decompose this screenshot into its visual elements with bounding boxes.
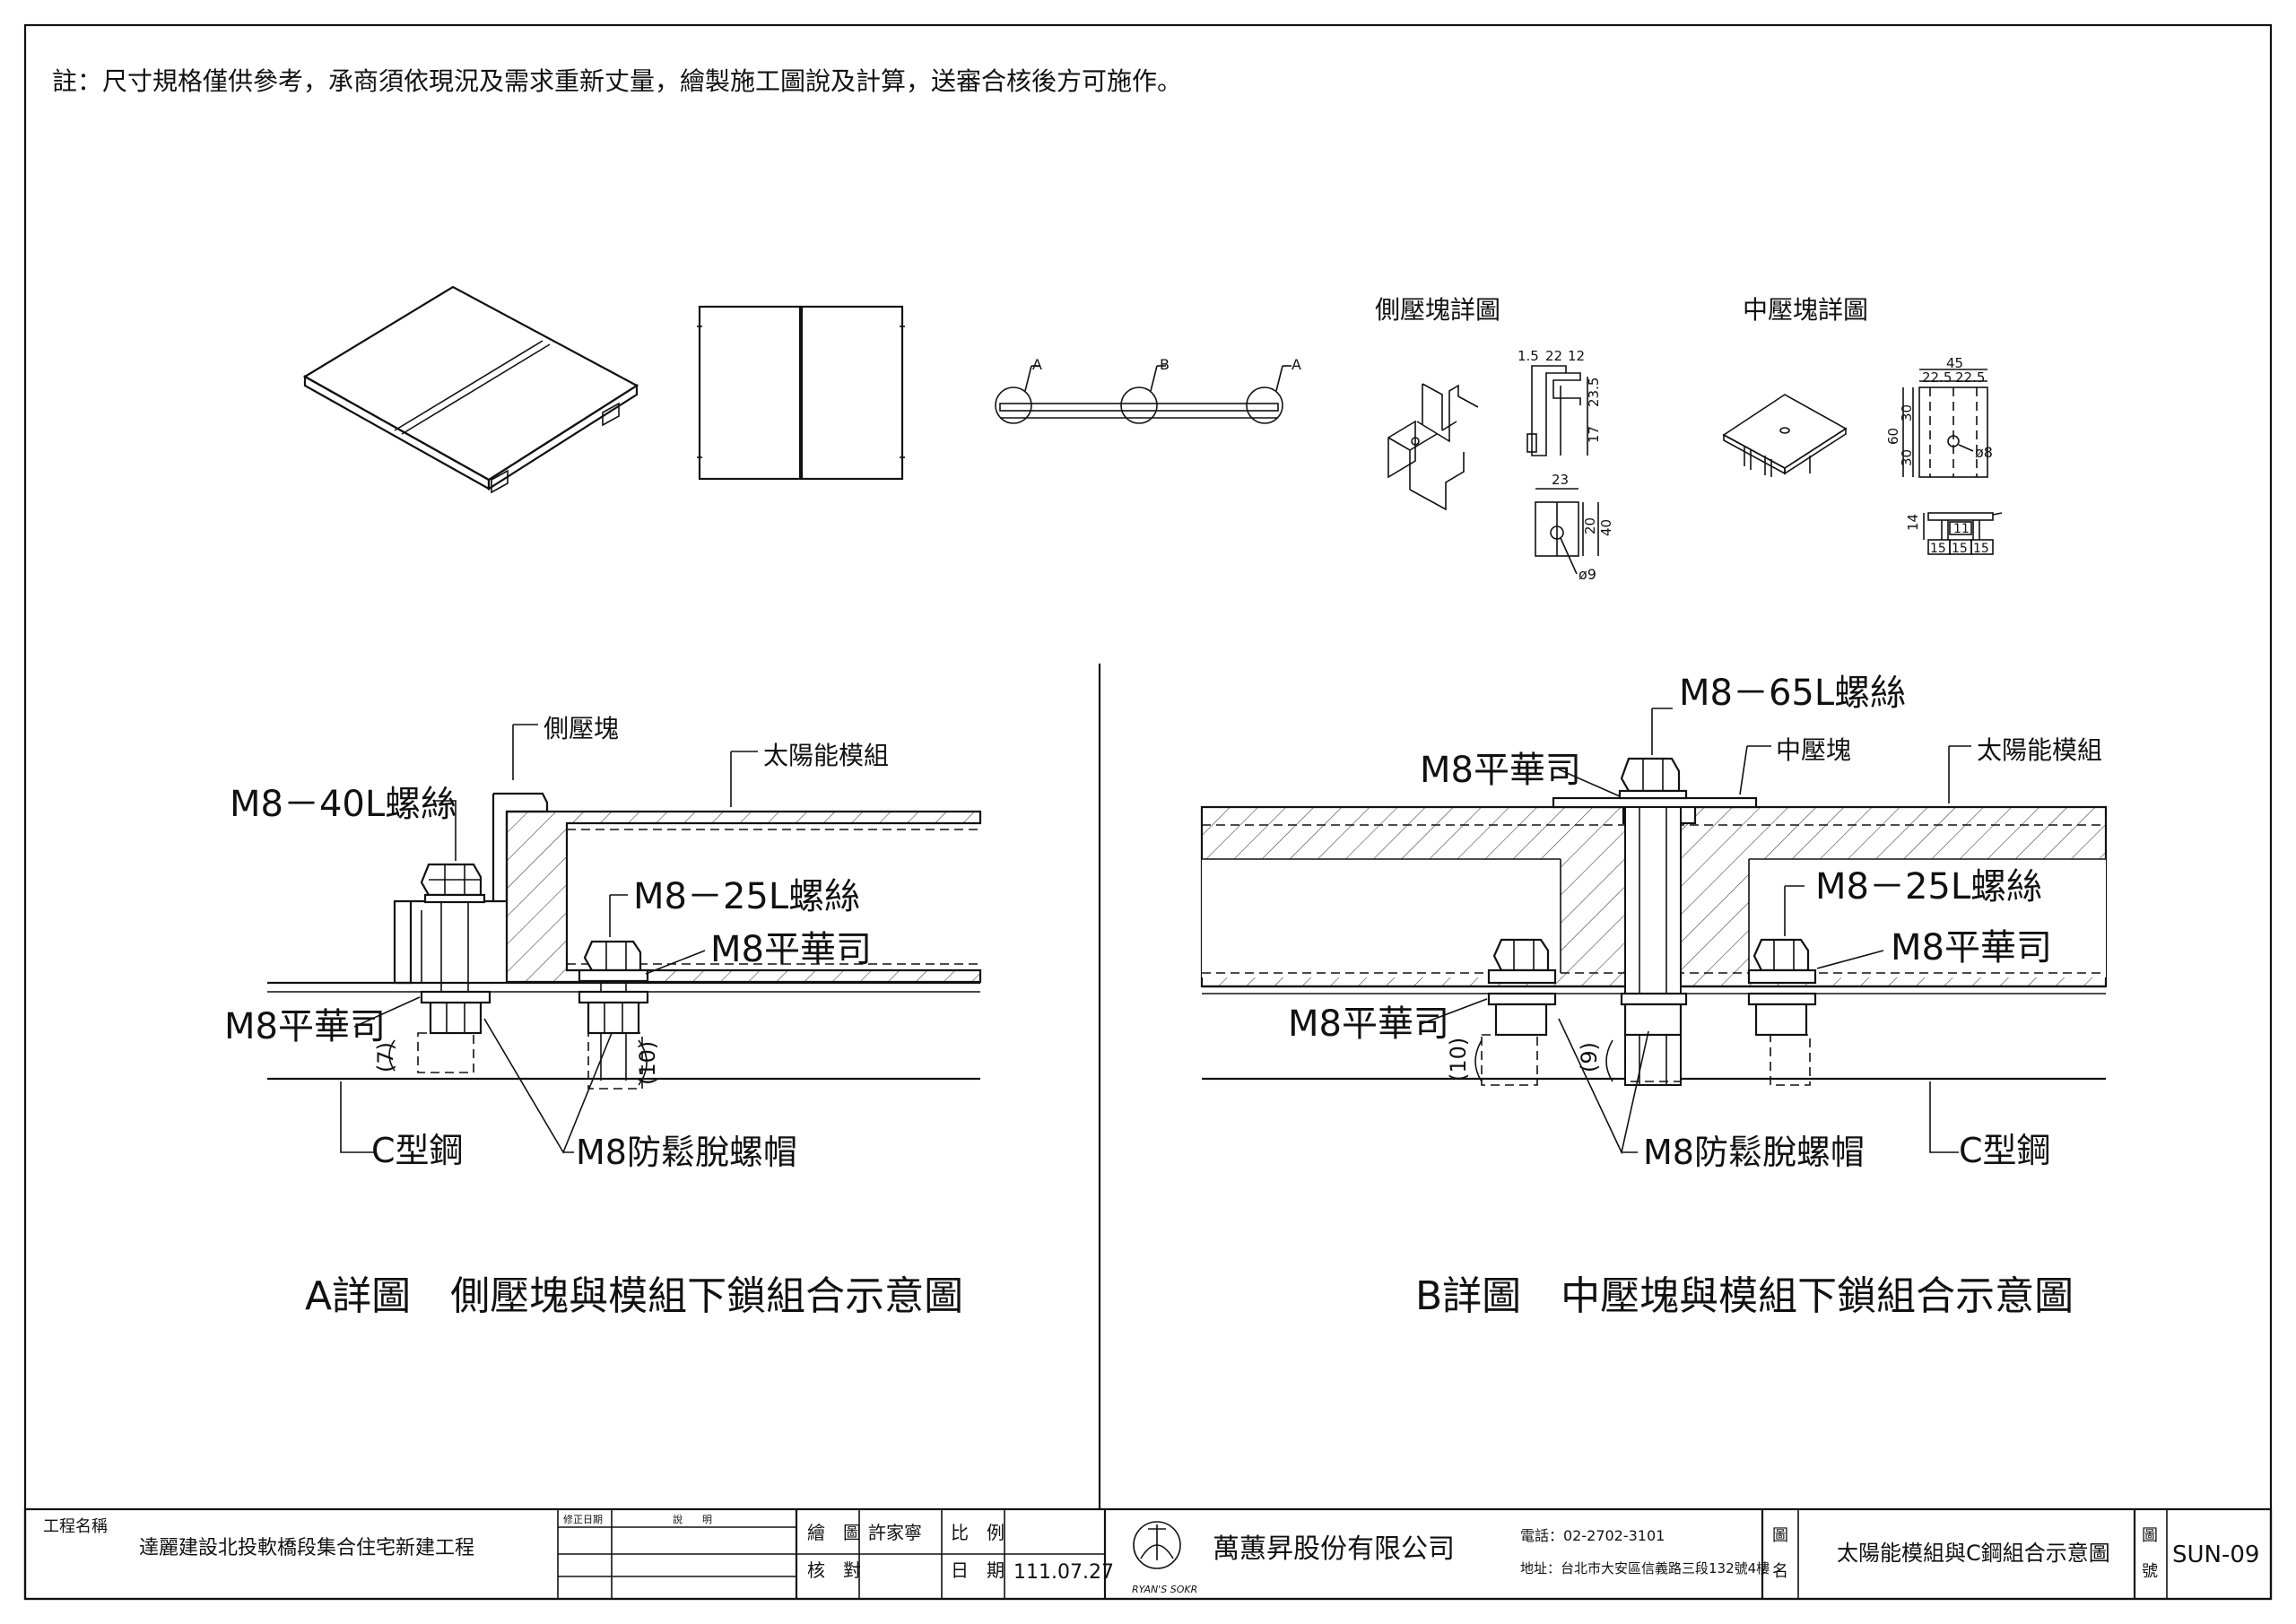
drawn-label: 繪 圖 [807, 1522, 861, 1543]
side-dim-1: 1.5 [1518, 348, 1539, 364]
company-address: 地址：台北市大安區信義路三段132號4樓 [1520, 1560, 1770, 1576]
project-name: 達麗建設北投軟橋段集合住宅新建工程 [139, 1537, 474, 1559]
b-label-solar-module: 太陽能模組 [1977, 735, 2102, 765]
company-name: 萬蕙昇股份有限公司 [1213, 1533, 1455, 1565]
a-label-bolt-40: M8－40L螺絲 [230, 784, 457, 825]
marker-a-left: A [1032, 356, 1042, 373]
mid-dim-s4: 11 [1953, 522, 1970, 536]
drawing-number: SUN-09 [2172, 1541, 2259, 1568]
side-dim-4: 17 [1586, 426, 1602, 443]
drawn-by: 許家寧 [868, 1522, 922, 1543]
mid-dim-hole: ø8 [1975, 444, 1993, 461]
rev-date-label: 修正日期 [563, 1513, 603, 1525]
b-label-lock-nut: M8防鬆脫螺帽 [1643, 1133, 1865, 1172]
title-label-1: 圖 [1772, 1526, 1788, 1545]
a-label-side-clamp: 側壓塊 [544, 714, 619, 743]
mid-dim-s2: 15 [1952, 542, 1968, 556]
number-label-2: 號 [2142, 1562, 2158, 1581]
side-clamp-detail: 側壓塊詳圖 1.5 22 12 17 23.5 23 20 40 ø9 [1375, 295, 1614, 583]
mid-dim-t: 14 [1905, 514, 1921, 531]
scale-label: 比 例 [951, 1522, 1004, 1543]
side-clamp-detail-title: 側壓塊詳圖 [1375, 295, 1500, 325]
a-label-c-steel: C型鋼 [371, 1131, 464, 1170]
a-label-washer-left: M8平華司 [224, 1006, 386, 1047]
detail-a-caption: A詳圖 側壓塊與模組下鎖組合示意圖 [305, 1273, 963, 1319]
mid-dim-h2: 30 [1899, 449, 1915, 466]
a-label-solar-module: 太陽能模組 [763, 741, 889, 770]
mid-dim-w: 45 [1946, 355, 1963, 371]
mid-dim-h1: 30 [1899, 404, 1915, 421]
general-note: 註：尺寸規格僅供參考，承商須依現況及需求重新丈量，繪製施工圖說及計算，送審合核後… [52, 66, 1182, 96]
panel-top-view [697, 305, 905, 481]
rev-desc-label: 說 明 [673, 1513, 712, 1525]
detail-b-caption: B詳圖 中壓塊與模組下鎖組合示意圖 [1415, 1273, 2074, 1319]
b-label-washer-top: M8平華司 [1420, 750, 1581, 791]
side-dim-2: 22 [1545, 348, 1562, 364]
drawing-title: 太陽能模組與C鋼組合示意圖 [1837, 1541, 2110, 1566]
mid-clamp-detail-title: 中壓塊詳圖 [1743, 295, 1868, 325]
marker-b: B [1160, 356, 1170, 373]
checked-label: 核 對 [807, 1559, 861, 1581]
b-label-bolt-25: M8－25L螺絲 [1815, 866, 2042, 908]
date-label: 日 期 [951, 1559, 1004, 1581]
a-dim-10: (10) [635, 1041, 660, 1085]
mid-dim-s1: 15 [1930, 542, 1946, 556]
side-dim-7: 20 [1582, 517, 1598, 534]
mid-dim-h: 60 [1885, 428, 1901, 445]
company-phone: 電話：02-2702-3101 [1520, 1527, 1665, 1544]
mid-dim-w2: 22.5 [1955, 369, 1985, 386]
a-dim-7: (7) [373, 1042, 398, 1073]
title-block: 工程名稱 達麗建設北投軟橋段集合住宅新建工程 修正日期 說 明 繪 圖 許家寧 … [23, 1507, 2273, 1601]
company-logo: RYAN'S SOKR [1132, 1521, 1197, 1595]
marker-a-right: A [1292, 356, 1301, 373]
a-label-lock-nut: M8防鬆脫螺帽 [576, 1133, 797, 1172]
title-label-2: 名 [1772, 1562, 1788, 1581]
mid-clamp-detail: 中壓塊詳圖 45 22.5 22.5 60 30 30 ø8 14 15 [1722, 295, 2003, 556]
b-label-mid-clamp: 中壓塊 [1776, 735, 1851, 765]
b-dim-9: (9) [1577, 1042, 1602, 1073]
panel-side-view: A B A [995, 356, 1301, 424]
mid-dim-w1: 22.5 [1922, 369, 1952, 386]
b-label-washer-right: M8平華司 [1891, 927, 2052, 968]
a-label-washer-right: M8平華司 [710, 929, 872, 970]
side-dim-3: 12 [1568, 348, 1585, 364]
date-value: 111.07.27 [1013, 1561, 1114, 1584]
project-label: 工程名稱 [43, 1517, 108, 1536]
b-dim-10: (10) [1446, 1038, 1471, 1081]
b-label-c-steel: C型鋼 [1959, 1131, 2051, 1170]
logo-text: RYAN'S SOKR [1132, 1584, 1197, 1595]
panel-isometric-view [302, 285, 639, 494]
b-label-bolt-65: M8－65L螺絲 [1679, 673, 1906, 714]
b-label-washer-left: M8平華司 [1288, 1003, 1449, 1045]
side-dim-6: 23 [1552, 472, 1569, 488]
side-dim-hole: ø9 [1578, 566, 1596, 583]
side-dim-8: 40 [1598, 519, 1614, 536]
mid-dim-s3: 15 [1973, 542, 1989, 556]
a-label-bolt-25: M8－25L螺絲 [633, 876, 860, 917]
detail-a: (7) (10) 側壓塊 太陽能模組 M8－40L螺絲 M8－25L螺絲 M8平… [224, 714, 982, 1319]
detail-b: (10) (9) M8－65L螺絲 M8平華司 中壓塊 太陽能模組 M8－25L… [1200, 673, 2108, 1319]
side-dim-5: 23.5 [1586, 378, 1602, 407]
number-label-1: 圖 [2142, 1526, 2158, 1545]
